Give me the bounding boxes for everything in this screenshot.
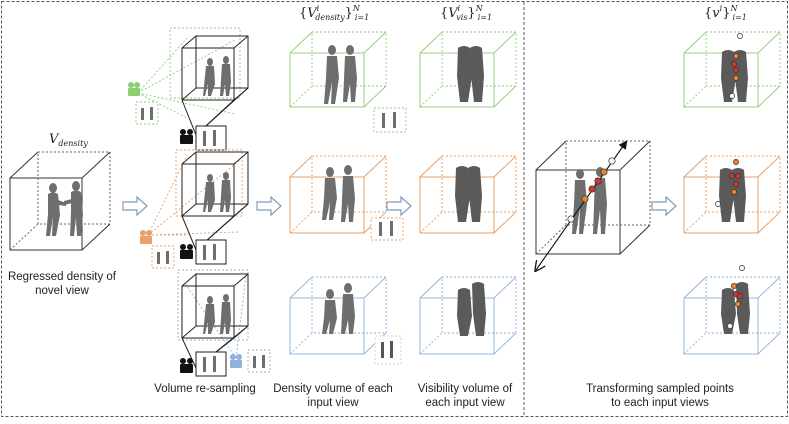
resample-green	[128, 27, 249, 151]
ray-sample-point	[594, 177, 602, 185]
flow-arrow-2	[256, 195, 282, 217]
ray-sample-point	[600, 168, 608, 176]
caption-density-line1: Density volume of each	[273, 383, 393, 395]
caption-transforming-points: Transforming sampled points to each inpu…	[570, 382, 750, 410]
label-set-v: {vi}Ni=1	[704, 4, 747, 22]
camera-icon-black-3	[180, 358, 193, 373]
label-v-density: Vdensity	[49, 132, 88, 148]
caption-visibility-line1: Visibility volume of	[417, 383, 513, 395]
caption-density-line2: input view	[307, 397, 359, 409]
camera-icon-black-2	[180, 244, 193, 259]
flow-arrow-4	[651, 195, 677, 217]
visibility-volume-orange	[419, 155, 517, 234]
camera-icon-green	[128, 82, 140, 96]
outer-dashed-frame	[1, 1, 788, 417]
transformed-volume-green	[683, 31, 781, 108]
caption-transform-line1: Transforming sampled points	[586, 383, 734, 395]
density-volume-blue	[289, 276, 402, 365]
caption-resampling-line1: Volume re-sampling	[154, 383, 256, 395]
ray-sample-point	[608, 157, 616, 165]
label-set-density: {Vidensity}Ni=1	[299, 4, 370, 22]
visibility-volume-blue	[419, 276, 517, 355]
ray-sample-point	[567, 215, 575, 223]
density-volumes	[289, 31, 407, 365]
resample-orange	[140, 149, 249, 269]
caption-transform-line2: to each input views	[611, 397, 709, 409]
resample-blue	[177, 269, 271, 377]
caption-regressed-line1: Regressed density of	[7, 271, 117, 283]
flow-arrow-1	[122, 195, 148, 217]
ray-sampling-cube	[536, 141, 651, 270]
visibility-volumes	[419, 31, 517, 355]
caption-volume-resampling: Volume re-sampling	[146, 382, 264, 396]
label-set-vis: {Vivis}Ni=1	[440, 4, 493, 22]
caption-regressed-density: Regressed density of novel view	[4, 270, 120, 298]
density-volume-green	[289, 31, 407, 133]
caption-visibility-volume: Visibility volume of each input view	[406, 382, 524, 410]
caption-regressed-line2: novel view	[35, 285, 89, 297]
transformed-point-volumes	[683, 31, 781, 355]
resampling-column	[128, 27, 271, 377]
novel-view-density-cube	[9, 151, 111, 251]
camera-icon-black-1	[180, 129, 193, 144]
camera-icon-orange	[140, 230, 152, 244]
ray-sample-point	[581, 195, 589, 203]
caption-visibility-line2: each input view	[425, 397, 505, 409]
flow-arrows	[122, 195, 677, 217]
visibility-volume-green	[419, 31, 517, 108]
density-volume-orange	[289, 155, 404, 241]
ray-sample-point	[588, 185, 596, 193]
transformed-volume-orange	[683, 155, 781, 234]
transformed-volume-blue	[683, 265, 781, 355]
flow-arrow-3	[386, 195, 412, 217]
camera-icon-blue	[230, 354, 242, 368]
caption-density-volume: Density volume of each input view	[268, 382, 398, 410]
